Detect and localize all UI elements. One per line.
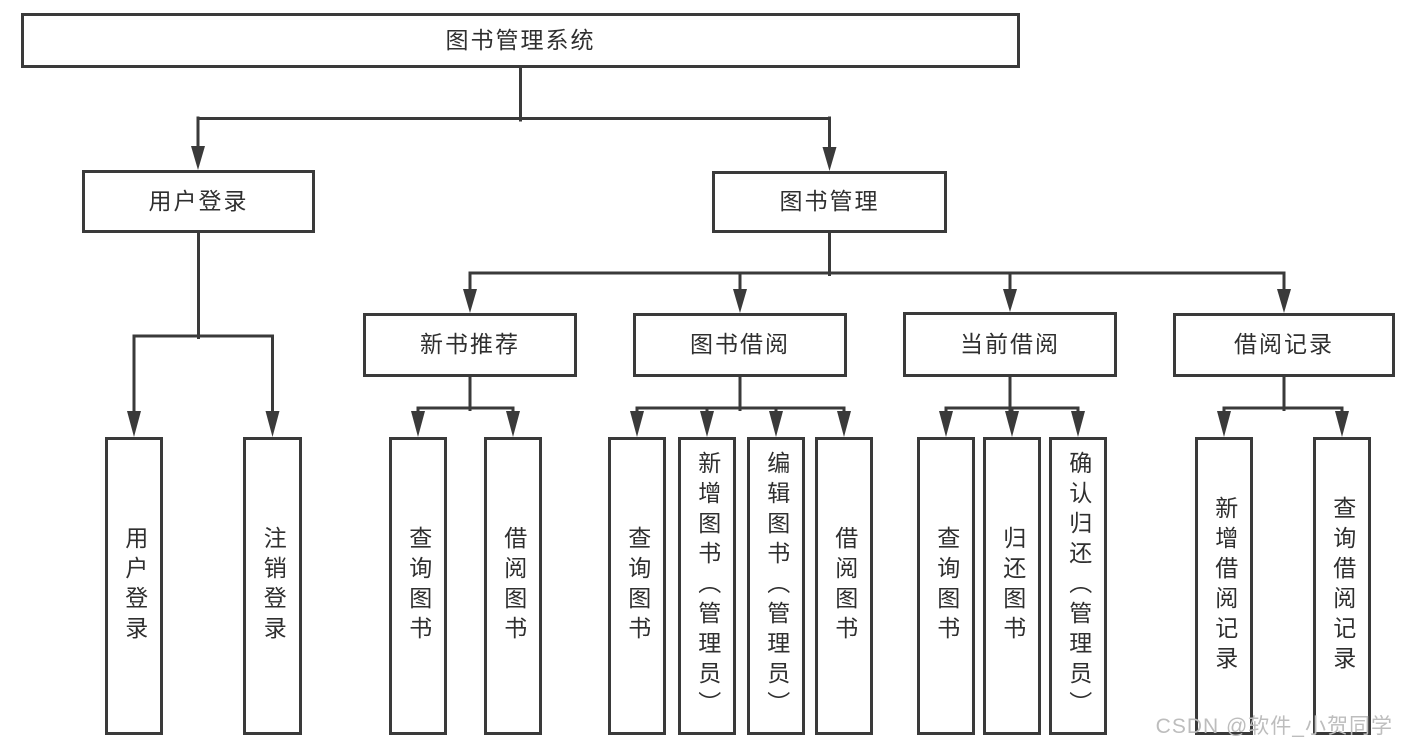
connector-root-to-level2 <box>191 66 837 171</box>
leaf-user-login: 用户登录 <box>105 437 163 735</box>
node-borrowing-records: 借阅记录 <box>1173 313 1395 377</box>
connector-current-borrow-to-leaves <box>939 375 1085 437</box>
leaf-borrow-books-recommend: 借阅图书 <box>484 437 542 735</box>
node-book-borrowing: 图书借阅 <box>633 313 847 377</box>
connector-book-borrow-to-leaves <box>630 375 851 437</box>
node-current-borrowing: 当前借阅 <box>903 312 1117 377</box>
leaf-return-books: 归还图书 <box>983 437 1041 735</box>
leaf-logout: 注销登录 <box>243 437 302 735</box>
leaf-add-borrow-record: 新增借阅记录 <box>1195 437 1253 735</box>
leaf-query-books-borrow: 查询图书 <box>608 437 666 735</box>
node-root-library-system: 图书管理系统 <box>21 13 1020 68</box>
connector-borrow-records-to-leaves <box>1217 375 1349 437</box>
connector-book-mgmt-to-level3 <box>463 231 1291 313</box>
node-book-management: 图书管理 <box>712 171 947 233</box>
leaf-edit-books-admin: 编辑图书（管理员） <box>747 437 805 735</box>
leaf-confirm-return-admin: 确认归还（管理员） <box>1049 437 1107 735</box>
leaf-query-books-current: 查询图书 <box>917 437 975 735</box>
node-user-login: 用户登录 <box>82 170 315 233</box>
connector-new-books-to-leaves <box>411 375 520 437</box>
leaf-borrow-books: 借阅图书 <box>815 437 873 735</box>
connector-user-login-to-leaves <box>127 231 280 437</box>
leaf-add-books-admin: 新增图书（管理员） <box>678 437 736 735</box>
leaf-query-books-recommend: 查询图书 <box>389 437 447 735</box>
node-new-book-recommend: 新书推荐 <box>363 313 577 377</box>
csdn-watermark: CSDN @软件_小贺同学 <box>1155 715 1393 738</box>
leaf-query-borrow-record: 查询借阅记录 <box>1313 437 1371 735</box>
